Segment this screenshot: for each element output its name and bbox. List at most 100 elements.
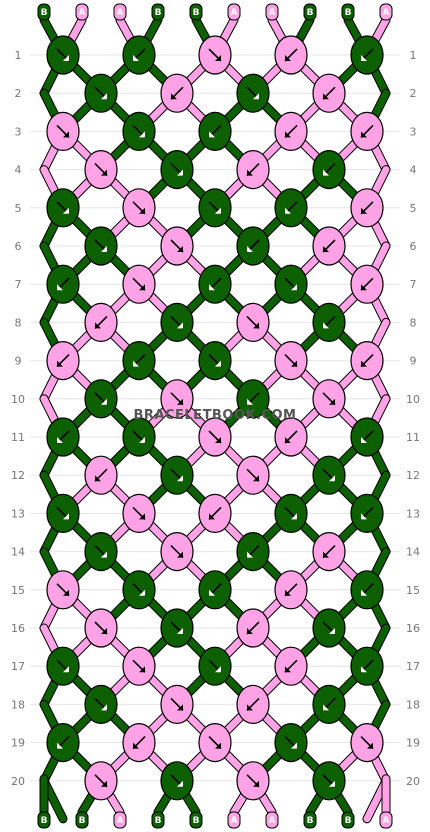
top-strand-label: B [189, 3, 203, 21]
row-number-right: 17 [406, 660, 420, 673]
row-number-left: 9 [15, 355, 22, 368]
bottom-strand-label: A [113, 811, 127, 829]
knot [160, 684, 194, 725]
knot [46, 646, 80, 686]
watermark: BRACELETBOOK.COM [134, 408, 297, 423]
knot [84, 226, 118, 266]
row-number-right: 19 [406, 737, 420, 750]
svg-text:B: B [155, 816, 162, 826]
row-number-left: 14 [11, 546, 25, 559]
bottom-strand-label: A [379, 811, 393, 829]
svg-text:A: A [79, 8, 86, 18]
row-number-left: 10 [11, 393, 25, 406]
bottom-strand-label: B [189, 811, 203, 829]
knot [198, 35, 232, 75]
knot [84, 379, 118, 419]
bottom-strand-label: B [37, 811, 51, 829]
knot [312, 684, 346, 725]
knot [350, 264, 384, 304]
knot [274, 570, 308, 610]
knot [160, 302, 194, 342]
knot [274, 111, 308, 151]
knot [198, 188, 232, 228]
svg-text:B: B [345, 8, 352, 18]
knot [236, 226, 270, 266]
svg-text:B: B [307, 8, 314, 18]
svg-text:B: B [307, 816, 314, 826]
row-number-right: 11 [406, 431, 420, 444]
knot [46, 188, 80, 228]
top-strand-label: B [303, 3, 317, 21]
knot [236, 455, 270, 495]
knot [46, 111, 80, 151]
svg-text:A: A [231, 816, 238, 826]
knot [160, 761, 194, 801]
knot [122, 341, 156, 381]
knot [160, 379, 194, 419]
row-number-left: 3 [15, 125, 22, 138]
knot [122, 722, 156, 763]
row-number-left: 1 [15, 49, 22, 62]
row-number-right: 7 [410, 278, 417, 291]
svg-text:A: A [383, 816, 390, 826]
row-number-right: 6 [410, 240, 417, 253]
svg-text:B: B [79, 816, 86, 826]
svg-text:B: B [41, 8, 48, 18]
knot [312, 73, 346, 113]
knot [350, 35, 384, 75]
svg-text:B: B [193, 816, 200, 826]
row-number-right: 13 [406, 507, 420, 520]
knot [198, 341, 232, 381]
knot [312, 761, 346, 801]
top-strand-label: A [113, 3, 127, 21]
knot [46, 264, 80, 304]
svg-text:B: B [155, 8, 162, 18]
knot [312, 455, 346, 495]
knot [84, 455, 118, 495]
svg-text:B: B [41, 816, 48, 826]
bottom-strand-label: B [341, 811, 355, 829]
knot [350, 722, 384, 763]
row-number-left: 8 [15, 316, 22, 329]
bottom-strand-label: B [75, 811, 89, 829]
knot [236, 150, 270, 190]
knot [350, 570, 384, 610]
svg-text:B: B [345, 816, 352, 826]
knot [312, 608, 346, 648]
knot [312, 150, 346, 190]
knot [274, 264, 308, 304]
knot [198, 646, 232, 686]
knot [160, 150, 194, 190]
knot [198, 722, 232, 763]
knot [46, 722, 80, 763]
knot [312, 531, 346, 572]
knot [274, 722, 308, 763]
knot [122, 35, 156, 75]
knot [236, 73, 270, 113]
knot [236, 302, 270, 342]
knot [46, 341, 80, 381]
knot [160, 226, 194, 266]
row-number-right: 5 [410, 202, 417, 215]
row-number-left: 19 [11, 737, 25, 750]
knot [122, 417, 156, 457]
row-number-left: 4 [15, 164, 22, 177]
row-number-right: 10 [406, 393, 420, 406]
knot [312, 226, 346, 266]
svg-text:A: A [117, 816, 124, 826]
knot [274, 493, 308, 534]
row-number-left: 18 [11, 698, 25, 711]
row-number-right: 14 [406, 546, 420, 559]
knot [122, 264, 156, 304]
knot-grid [46, 35, 384, 801]
knot [236, 761, 270, 801]
svg-text:B: B [193, 8, 200, 18]
row-number-right: 4 [410, 164, 417, 177]
knot [350, 646, 384, 686]
knot [160, 608, 194, 648]
bottom-strand-label: A [265, 811, 279, 829]
row-number-right: 1 [410, 49, 417, 62]
knot [46, 570, 80, 610]
